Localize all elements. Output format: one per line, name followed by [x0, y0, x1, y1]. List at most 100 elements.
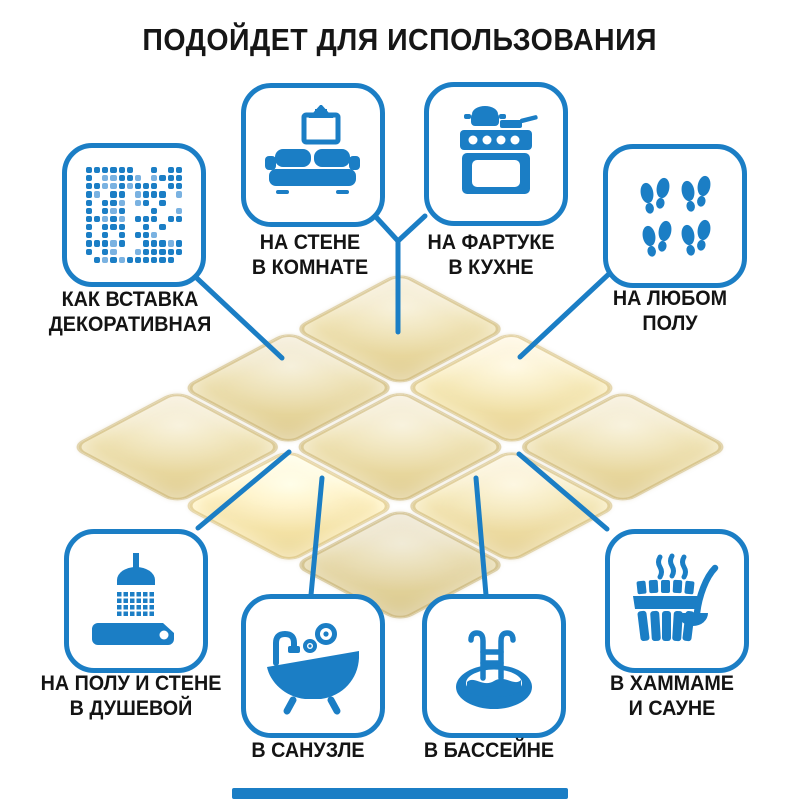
mosaic-cell — [102, 207, 109, 214]
mosaic-cell — [86, 240, 93, 247]
mosaic-cell — [94, 183, 101, 190]
mosaic-cell — [159, 208, 165, 214]
mosaic-cell — [168, 191, 174, 197]
mosaic-cell — [110, 215, 117, 223]
mosaic-cell — [118, 207, 125, 214]
usage-box-shower — [64, 529, 208, 673]
mosaic-cell — [102, 167, 109, 174]
mosaic-cell — [134, 191, 142, 198]
mosaic-cell — [86, 199, 93, 206]
mosaic-cell — [102, 183, 109, 190]
mosaic-cell — [102, 175, 109, 182]
mosaic-cell — [118, 175, 125, 182]
mosaic-cell — [86, 191, 93, 198]
mosaic-cell — [110, 224, 117, 231]
mosaic-cell — [127, 200, 133, 206]
mosaic-cell — [176, 224, 182, 230]
mosaic-cell — [126, 183, 133, 190]
mosaic-cell — [94, 167, 101, 174]
mosaic-cell — [143, 183, 150, 190]
mosaic-cell — [118, 215, 125, 223]
mosaic-cell — [143, 175, 149, 181]
mosaic-cell — [176, 257, 182, 263]
sofa-picture-icon — [265, 105, 360, 194]
mosaic-cell — [102, 199, 109, 206]
mosaic-cell — [159, 191, 166, 198]
mosaic-cell — [134, 232, 142, 239]
mosaic-cell — [135, 167, 141, 173]
mosaic-cell — [135, 240, 141, 246]
mosaic-cell — [127, 249, 133, 255]
mosaic-cell — [143, 199, 150, 206]
mosaic-cell — [127, 224, 133, 230]
mosaic-cell — [118, 240, 125, 247]
usage-label-sauna: В ХАММАМЕ И САУНЕ — [610, 672, 734, 720]
mosaic-cell — [127, 216, 133, 222]
mosaic-cell — [151, 167, 158, 174]
mosaic-cell — [94, 175, 100, 181]
mosaic-cell — [175, 215, 182, 223]
mosaic-cell — [102, 191, 108, 197]
mosaic-cell — [151, 207, 158, 214]
mosaic-cell — [126, 256, 133, 263]
mosaic-cell — [110, 207, 117, 214]
usage-label-any-floor: НА ЛЮБОМ ПОЛУ — [612, 287, 728, 335]
mosaic-cell — [86, 183, 93, 190]
mosaic-cell — [167, 215, 174, 223]
mosaic-cell — [134, 256, 142, 263]
usage-box-pool — [422, 594, 566, 738]
mosaic-cell — [127, 232, 133, 238]
page-title-text: ПОДОЙДЕТ ДЛЯ ИСПОЛЬЗОВАНИЯ — [142, 22, 658, 57]
mosaic-cell — [118, 256, 125, 263]
mosaic-cell — [134, 248, 142, 255]
mosaic-cell — [159, 256, 166, 263]
mosaic-cell — [151, 215, 158, 223]
mosaic-cell — [159, 248, 166, 255]
mosaic-cell — [167, 183, 174, 190]
usage-box-kitchen — [424, 82, 568, 226]
mosaic-cell — [110, 232, 116, 238]
mosaic-cell — [159, 224, 166, 231]
mosaic-cell — [135, 224, 141, 230]
mosaic-cell — [159, 199, 166, 206]
mosaic-cell — [126, 175, 133, 182]
usage-box-living-room — [241, 83, 385, 227]
usage-box-bathroom — [241, 594, 385, 738]
mosaic-cell — [159, 232, 165, 238]
mosaic-cell — [119, 249, 125, 255]
footprints-icon — [639, 174, 712, 258]
mosaic-cell — [143, 191, 150, 198]
mosaic-cell — [110, 183, 117, 190]
mosaic-cell — [151, 183, 158, 190]
mosaic-cell — [86, 248, 93, 255]
mosaic-cell — [175, 191, 182, 198]
mosaic-cell — [86, 257, 92, 263]
mosaic-cell — [167, 175, 174, 182]
mosaic-cell — [167, 167, 174, 174]
mosaic-cell — [110, 175, 117, 182]
footer-accent-bar — [232, 788, 568, 799]
mosaic-cell — [168, 232, 174, 238]
mosaic-tiles-icon — [86, 167, 182, 263]
mosaic-cell — [86, 207, 93, 214]
mosaic-cell — [159, 183, 165, 189]
mosaic-cell — [143, 215, 150, 223]
mosaic-cell — [175, 167, 182, 174]
usage-label-shower: НА ПОЛУ И СТЕНЕ В ДУШЕВОЙ — [40, 672, 222, 720]
mosaic-cell — [151, 232, 158, 239]
mosaic-cell — [94, 215, 101, 223]
usage-box-any-floor — [603, 144, 747, 288]
mosaic-cell — [94, 232, 100, 238]
mosaic-cell — [110, 199, 117, 206]
mosaic-cell — [151, 256, 158, 263]
mosaic-cell — [94, 249, 100, 255]
mosaic-cell — [102, 232, 109, 239]
usage-label-living-room: НА СТЕНЕ В КОМНАТЕ — [251, 231, 369, 279]
mosaic-cell — [110, 240, 117, 247]
mosaic-cell — [134, 199, 142, 206]
mosaic-cell — [159, 216, 165, 222]
mosaic-cell — [151, 191, 158, 198]
mosaic-cell — [94, 191, 101, 198]
